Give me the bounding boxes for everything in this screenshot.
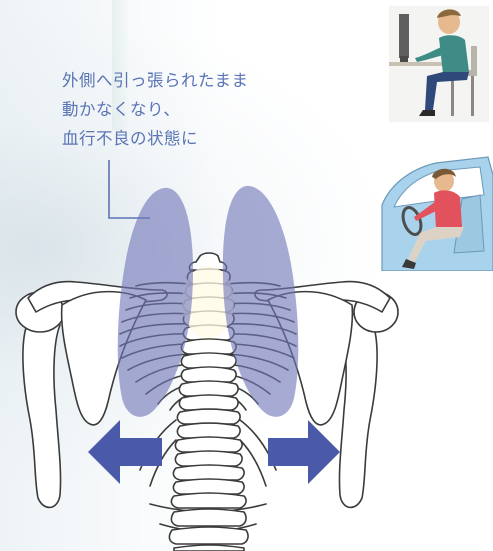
caption-leader-line: [108, 160, 150, 219]
person-at-computer-desk: [389, 6, 489, 122]
spine-highlight-glow: [182, 266, 234, 338]
background-pole: [112, 0, 128, 130]
caption-line-2: 動かなくなり、: [62, 100, 181, 119]
caption-line-1: 外側へ引っ張られたまま: [62, 71, 249, 90]
caption-line-3: 血行不良の状態に: [62, 129, 198, 148]
caption-text: 外側へ引っ張られたまま 動かなくなり、 血行不良の状態に: [62, 66, 249, 153]
person-driving-car: [380, 155, 493, 271]
rhomboid-muscle-highlight: [117, 185, 299, 417]
outward-pull-arrows: [88, 420, 340, 484]
arrow-left: [88, 420, 162, 484]
arrow-right: [268, 420, 340, 484]
